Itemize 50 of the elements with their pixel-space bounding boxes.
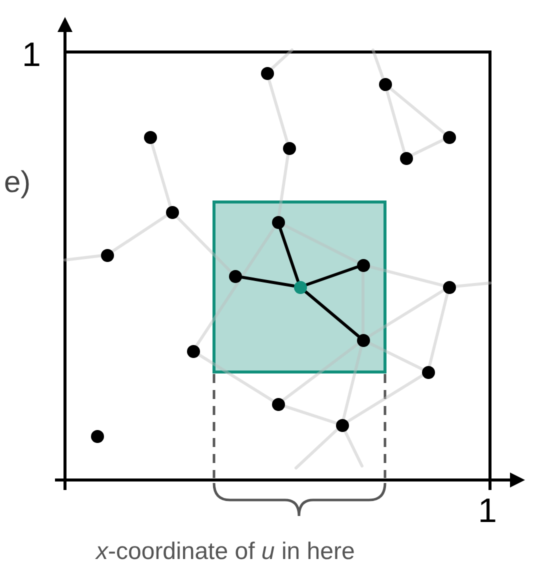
- graph-edge: [410, 138, 445, 157]
- graph-vertex: [356, 334, 370, 346]
- graph-edge: [150, 142, 172, 208]
- graph-vertex: [186, 344, 200, 358]
- graph-edge: [282, 342, 360, 402]
- graph-vertex: [356, 258, 370, 272]
- graph-edge: [282, 223, 359, 264]
- graph-edge: [270, 48, 294, 70]
- graph-vertex: [228, 270, 242, 282]
- graph-vertex: [422, 366, 434, 378]
- graph-edge: [197, 352, 274, 402]
- graph-vertex: [144, 130, 156, 144]
- graph-vertex: [442, 280, 456, 294]
- graph-vertex: [400, 152, 412, 164]
- graph-edge: [428, 292, 449, 368]
- graph-edge: [388, 86, 446, 134]
- graph-edge: [385, 88, 406, 154]
- graph-vertex: [282, 142, 296, 154]
- graph-edge: [346, 374, 424, 424]
- graph-edge: [278, 226, 300, 282]
- graph-edge: [372, 48, 384, 80]
- graph-vertex: [100, 248, 114, 262]
- graph-vertex: [260, 66, 274, 80]
- graph-edge: [294, 428, 339, 470]
- graph-edge: [175, 215, 232, 273]
- graph-edge: [282, 404, 338, 424]
- axis-tick-label: 1: [22, 38, 41, 72]
- graph-vertex: [378, 78, 392, 90]
- graph-vertex: [90, 430, 104, 442]
- graph-edge: [367, 288, 445, 338]
- graph-edge: [240, 276, 296, 288]
- graph-edge: [64, 254, 102, 262]
- graph-edge: [277, 152, 290, 218]
- axis-tick-label: 1: [478, 494, 497, 528]
- graph-edge: [454, 282, 492, 288]
- cut-off-text: e): [4, 168, 31, 198]
- graph-edge: [343, 429, 364, 468]
- graph-edge: [304, 266, 358, 286]
- brace-caption: x-coordinate of u in here: [96, 540, 355, 564]
- graph-edge: [342, 344, 363, 420]
- graph-vertex: [272, 216, 284, 228]
- graph-edge: [367, 341, 424, 371]
- graph-vertex: [336, 418, 348, 432]
- graph-edge: [368, 265, 444, 287]
- graph-vertex: [442, 130, 456, 144]
- graph-edge: [267, 78, 289, 144]
- highlighted-vertex: [294, 280, 306, 294]
- graph-vertex: [166, 206, 178, 218]
- graph-vertex: [272, 398, 284, 410]
- graph-edge: [303, 290, 360, 338]
